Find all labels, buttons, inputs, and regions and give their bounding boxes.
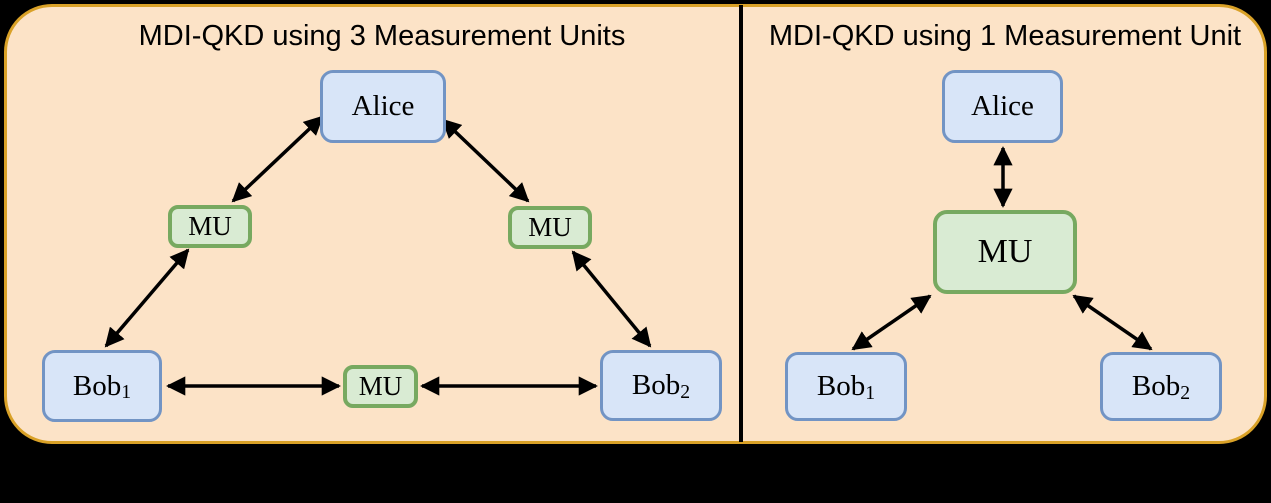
node-mu-upper-left: MU (168, 205, 252, 248)
node-label: MU (188, 211, 232, 241)
node-label: MU (528, 212, 572, 242)
node-label: MU (977, 233, 1033, 270)
right-panel-title: MDI-QKD using 1 Measurement Unit (768, 20, 1242, 52)
node-alice-right-panel: Alice (942, 70, 1063, 143)
left-panel-title: MDI-QKD using 3 Measurement Units (138, 20, 626, 52)
node-label: Alice (971, 90, 1034, 122)
node-label: Alice (351, 90, 415, 122)
panel-divider (739, 5, 743, 442)
node-label: Bob (1131, 370, 1181, 402)
node-label: Bob (72, 369, 122, 402)
node-mu-single: MU (933, 210, 1077, 294)
node-mu-bottom: MU (343, 365, 418, 408)
node-mu-upper-right: MU (508, 206, 592, 249)
node-alice-left-panel: Alice (320, 70, 446, 143)
node-label: Bob (631, 369, 681, 401)
node-label: MU (358, 371, 403, 401)
node-label: Bob (816, 370, 866, 402)
